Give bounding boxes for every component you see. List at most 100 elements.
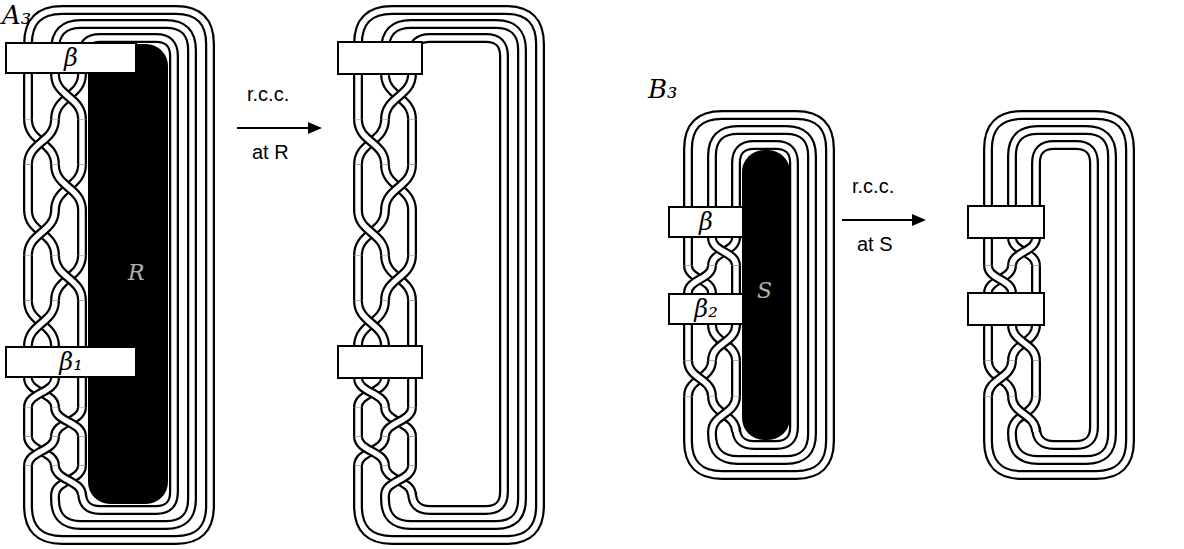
- strand-core: [28, 210, 55, 255]
- strand-core: [733, 361, 739, 397]
- strand-outline: [1012, 325, 1036, 361]
- strand-core: [358, 119, 385, 164]
- strand-outline: [82, 38, 174, 510]
- strand-outline: [1012, 238, 1036, 266]
- strand-outline: [28, 378, 55, 407]
- strand-outline: [28, 119, 55, 164]
- strand-core: [55, 24, 192, 525]
- strand-core: [28, 210, 55, 255]
- strand-outline: [385, 165, 412, 210]
- strand-outline: [683, 396, 693, 432]
- strand-core: [28, 378, 55, 407]
- strand-outline: [988, 361, 1012, 397]
- strand-core: [28, 437, 55, 466]
- strand-outline: [988, 361, 1012, 397]
- strand-core: [688, 266, 712, 294]
- strand-outline: [55, 24, 192, 525]
- strand-core: [355, 165, 361, 210]
- strand-core: [28, 378, 55, 407]
- strand-outline: [1031, 266, 1041, 294]
- strand-core: [358, 378, 385, 407]
- strand-core: [358, 437, 385, 466]
- strand-outline: [358, 119, 385, 164]
- strand-outline: [358, 301, 385, 346]
- strand-outline: [358, 10, 540, 540]
- braid-box: β₂: [668, 293, 744, 325]
- strand-outline: [688, 266, 712, 294]
- strand-outline: [688, 361, 712, 397]
- diagram-name: B₃: [648, 76, 678, 102]
- braid-box: [338, 346, 422, 378]
- strand-core: [985, 238, 991, 266]
- braid-label: β₂: [694, 297, 718, 321]
- strand-outline: [712, 325, 736, 361]
- strand-outline: [358, 437, 385, 466]
- diagram-name: A₃: [2, 2, 31, 28]
- strand-outline: [407, 437, 417, 466]
- braid-box: [968, 206, 1044, 238]
- strand-core: [385, 466, 412, 495]
- strand-core: [358, 119, 385, 164]
- shaded-region: [742, 150, 790, 440]
- arrow-head: [308, 122, 322, 134]
- strand-outline: [77, 378, 87, 407]
- strand-core: [409, 210, 415, 255]
- strand-outline: [358, 378, 385, 407]
- strand-core: [409, 119, 415, 164]
- strand-core: [712, 325, 736, 361]
- strand-outline: [358, 301, 385, 346]
- strand-outline: [23, 255, 33, 300]
- strand-core: [55, 407, 82, 436]
- strand-outline: [55, 74, 82, 119]
- strand-core: [712, 238, 736, 266]
- strand-outline: [385, 255, 412, 300]
- move-name: r.c.c.: [247, 84, 289, 104]
- strand-core: [685, 238, 691, 266]
- strand-outline: [385, 407, 412, 436]
- strand-core: [358, 301, 385, 346]
- strand-core: [685, 396, 691, 432]
- strand-core: [355, 74, 361, 119]
- strand-core: [688, 361, 712, 397]
- strand-outline: [55, 255, 82, 300]
- strand-core: [25, 255, 31, 300]
- strand-outline: [1012, 238, 1036, 266]
- strand-outline: [28, 119, 55, 164]
- strand-core: [688, 266, 712, 294]
- strand-core: [385, 255, 412, 300]
- strand-outline: [407, 378, 417, 407]
- arrow-line: [842, 219, 916, 221]
- strand-outline: [358, 210, 385, 255]
- strand-core: [355, 255, 361, 300]
- strand-outline: [55, 255, 82, 300]
- strand-outline: [712, 325, 736, 361]
- strand-outline: [983, 396, 993, 432]
- strand-outline: [28, 437, 55, 466]
- strand-outline: [736, 145, 794, 445]
- strand-core: [358, 210, 385, 255]
- strand-core: [355, 407, 361, 436]
- strand-core: [409, 301, 415, 346]
- strand-outline: [55, 466, 82, 495]
- strand-outline: [358, 210, 385, 255]
- strand-outline: [385, 466, 412, 495]
- strand-outline: [988, 266, 1012, 294]
- braid-box: β: [668, 206, 744, 238]
- strand-outline: [712, 396, 736, 432]
- strand-outline: [407, 301, 417, 346]
- strand-outline: [55, 466, 82, 495]
- strand-outline: [988, 266, 1012, 294]
- strand-core: [79, 378, 85, 407]
- strand-outline: [353, 466, 363, 495]
- strand-outline: [407, 119, 417, 164]
- strand-core: [385, 165, 412, 210]
- move-name: at R: [252, 142, 289, 162]
- strand-core: [55, 165, 82, 210]
- strand-core: [385, 24, 522, 525]
- strand-core: [985, 325, 991, 361]
- strand-core: [25, 165, 31, 210]
- strand-outline: [683, 325, 693, 361]
- strand-outline: [28, 210, 55, 255]
- braid-label: β₁: [59, 350, 83, 374]
- strand-core: [55, 165, 82, 210]
